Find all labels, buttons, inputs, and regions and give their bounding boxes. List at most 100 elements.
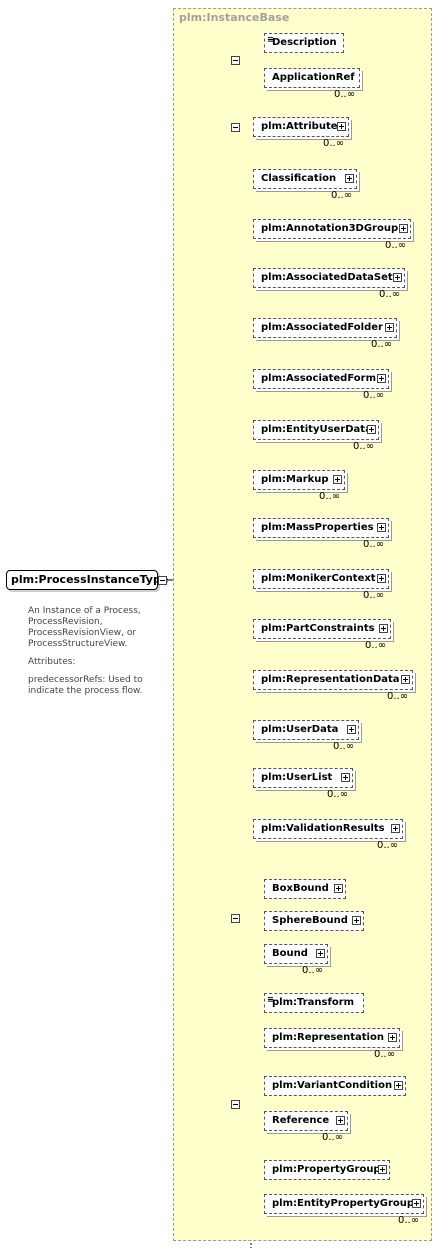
element-label: Bound — [272, 948, 308, 959]
element-applicationref[interactable]: ApplicationRef — [264, 68, 360, 88]
doc-line-1: An Instance of a Process, ProcessRevisio… — [28, 606, 141, 649]
expand-icon[interactable] — [379, 624, 388, 633]
element-label: plm:Annotation3DGroup — [261, 223, 399, 234]
expand-icon[interactable] — [333, 475, 342, 484]
element-plm-transform[interactable]: plm:Transform≡ — [264, 993, 364, 1013]
element-classification[interactable]: Classification — [253, 169, 357, 189]
element-label: plm:VariantCondition — [272, 1080, 393, 1091]
cardinality-label: 0..∞ — [371, 339, 393, 350]
cardinality-label: 0..∞ — [323, 138, 345, 149]
cardinality-label: 0..∞ — [379, 289, 401, 300]
doc-line-2: Attributes: — [28, 657, 76, 667]
element-label: plm:PropertyGroup — [272, 1164, 381, 1175]
documentation-text: An Instance of a Process, ProcessRevisio… — [10, 606, 170, 704]
element-plm-attribute[interactable]: plm:Attribute — [253, 117, 349, 137]
element-description[interactable]: Description≡ — [264, 33, 344, 53]
expand-icon[interactable] — [337, 122, 346, 131]
element-label: Reference — [272, 1115, 330, 1126]
element-plm-variantcondition[interactable]: plm:VariantCondition — [264, 1076, 406, 1096]
element-plm-associatedfolder[interactable]: plm:AssociatedFolder — [253, 318, 397, 338]
element-label: SphereBound — [272, 915, 348, 926]
cardinality-label: 0..∞ — [377, 840, 399, 851]
cardinality-label: 0..∞ — [334, 89, 356, 100]
root-element-box[interactable]: plm:ProcessInstanceType — [6, 570, 168, 590]
expand-icon[interactable] — [316, 949, 325, 958]
element-plm-partconstraints[interactable]: plm:PartConstraints — [253, 619, 391, 639]
element-plm-annotation3dgroup[interactable]: plm:Annotation3DGroup — [253, 219, 411, 239]
expand-icon[interactable] — [352, 916, 361, 925]
cardinality-label: 0..∞ — [322, 1132, 344, 1143]
element-reference[interactable]: Reference — [264, 1111, 348, 1131]
sequence-4-collapse-icon[interactable] — [231, 1100, 240, 1109]
element-plm-userlist[interactable]: plm:UserList — [253, 768, 353, 788]
element-label: plm:MonikerContext — [261, 573, 376, 584]
cardinality-label: 0..∞ — [302, 965, 324, 976]
cardinality-label: 0..∞ — [353, 441, 375, 452]
doc-line-3: predecessorRefs: Used to indicate the pr… — [28, 675, 143, 696]
element-plm-associatedform[interactable]: plm:AssociatedForm — [253, 369, 389, 389]
element-spherebound[interactable]: SphereBound — [264, 911, 364, 931]
element-label: plm:UserData — [261, 724, 339, 735]
cardinality-label: 0..∞ — [333, 741, 355, 752]
expand-icon[interactable] — [399, 224, 408, 233]
cardinality-label: 0..∞ — [374, 1049, 396, 1060]
expand-icon[interactable] — [391, 824, 400, 833]
element-plm-associateddataset[interactable]: plm:AssociatedDataSet — [253, 268, 405, 288]
element-plm-monikercontext[interactable]: plm:MonikerContext — [253, 569, 389, 589]
expand-icon[interactable] — [334, 884, 343, 893]
element-boxbound[interactable]: BoxBound — [264, 879, 346, 899]
expand-icon[interactable] — [412, 1199, 421, 1208]
sequence-3-collapse-icon[interactable] — [231, 914, 240, 923]
element-plm-massproperties[interactable]: plm:MassProperties — [253, 518, 389, 538]
sequence-1-collapse-icon[interactable] — [231, 56, 240, 65]
cardinality-label: 0..∞ — [363, 539, 385, 550]
element-label: Description — [272, 37, 337, 48]
expand-icon[interactable] — [388, 1033, 397, 1042]
expand-icon[interactable] — [341, 773, 350, 782]
element-plm-propertygroup[interactable]: plm:PropertyGroup — [264, 1160, 390, 1180]
expand-icon[interactable] — [385, 323, 394, 332]
expand-icon[interactable] — [401, 675, 410, 684]
element-label: BoxBound — [272, 883, 329, 894]
expand-icon[interactable] — [377, 374, 386, 383]
expand-icon[interactable] — [394, 1081, 403, 1090]
element-label: plm:MassProperties — [261, 522, 374, 533]
element-label: plm:AssociatedDataSet — [261, 272, 393, 283]
element-label: plm:Markup — [261, 474, 329, 485]
element-plm-userdata[interactable]: plm:UserData — [253, 720, 359, 740]
element-plm-representationdata[interactable]: plm:RepresentationData — [253, 670, 413, 690]
cardinality-label: 0..∞ — [331, 190, 353, 201]
documentation-icon: ≡ — [267, 35, 274, 44]
cardinality-label: 0..∞ — [385, 240, 407, 251]
element-plm-markup[interactable]: plm:Markup — [253, 470, 345, 490]
element-plm-representation[interactable]: plm:Representation — [264, 1028, 400, 1048]
sequence-2-collapse-icon[interactable] — [231, 123, 240, 132]
element-plm-validationresults[interactable]: plm:ValidationResults — [253, 819, 403, 839]
expand-icon[interactable] — [336, 1116, 345, 1125]
cardinality-label: 0..∞ — [363, 590, 385, 601]
expand-icon[interactable] — [345, 174, 354, 183]
cardinality-label: 0..∞ — [319, 491, 341, 502]
collapse-root-icon[interactable] — [158, 576, 167, 585]
element-label: plm:EntityUserData — [261, 424, 372, 435]
element-plm-entitypropertygroup[interactable]: plm:EntityPropertyGroup — [264, 1194, 424, 1214]
expand-icon[interactable] — [378, 1165, 387, 1174]
expand-icon[interactable] — [377, 523, 386, 532]
root-element-label: plm:ProcessInstanceType — [11, 573, 169, 586]
expand-icon[interactable] — [347, 725, 356, 734]
expand-icon[interactable] — [393, 273, 402, 282]
expand-icon[interactable] — [377, 574, 386, 583]
element-plm-entityuserdata[interactable]: plm:EntityUserData — [253, 420, 379, 440]
cardinality-label: 0..∞ — [363, 390, 385, 401]
element-label: ApplicationRef — [272, 72, 355, 83]
element-label: plm:EntityPropertyGroup — [272, 1198, 415, 1209]
expand-icon[interactable] — [367, 425, 376, 434]
element-label: plm:Transform — [272, 997, 355, 1008]
documentation-icon: ≡ — [267, 995, 274, 1004]
cardinality-label: 0..∞ — [365, 640, 387, 651]
element-bound[interactable]: Bound — [264, 944, 328, 964]
element-label: plm:Representation — [272, 1032, 384, 1043]
cardinality-label: 0..∞ — [327, 789, 349, 800]
cardinality-label: 0..∞ — [398, 1215, 420, 1226]
